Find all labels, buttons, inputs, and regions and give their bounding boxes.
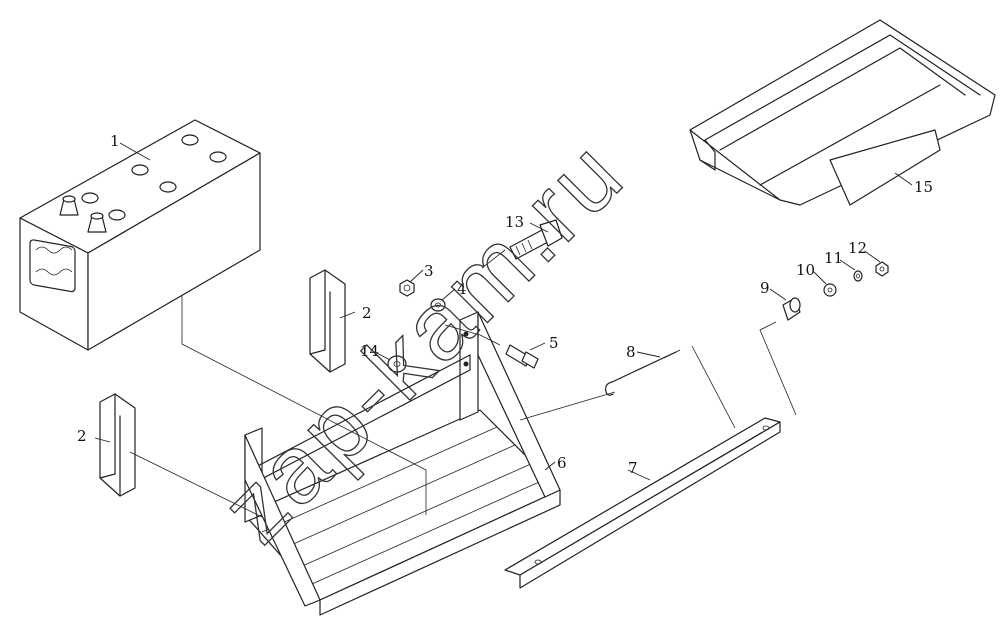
- bolt-icon: [509, 219, 563, 260]
- washer-icon: [430, 298, 446, 312]
- callout-12: 12: [848, 239, 867, 257]
- callout-10: 10: [796, 261, 815, 279]
- callout-2: 2: [77, 427, 87, 445]
- spacer-bushing-icon: [782, 297, 801, 321]
- lock-washer-icon: [853, 270, 863, 282]
- leader-lines: [94, 142, 913, 518]
- callout-4: 4: [457, 280, 467, 298]
- callout-labels: 1 2 2 3 4 5 6 7 8 9 10 11 12 13 14 15: [77, 132, 933, 477]
- callout-6: 6: [557, 454, 567, 472]
- callout-8: 8: [626, 343, 636, 361]
- washer-icon: [387, 355, 407, 373]
- washer-icon: [823, 283, 837, 297]
- callout-15: 15: [914, 178, 933, 196]
- hex-nut-icon: [399, 279, 415, 297]
- callout-2: 2: [362, 304, 372, 322]
- callout-5: 5: [549, 334, 559, 352]
- channel-bracket-icon: [309, 269, 346, 373]
- battery-cover-icon: [689, 19, 996, 206]
- callout-3: 3: [424, 262, 434, 280]
- channel-bracket-icon: [99, 393, 136, 497]
- callout-1: 1: [110, 132, 120, 150]
- battery-tray-icon: [244, 311, 561, 616]
- clamp-bar-icon: [504, 417, 781, 589]
- battery-icon: [19, 119, 261, 351]
- callout-7: 7: [628, 459, 638, 477]
- callout-11: 11: [824, 249, 843, 267]
- callout-14: 14: [360, 342, 379, 360]
- hex-nut-icon: [875, 261, 889, 277]
- bolt-icon: [505, 344, 539, 369]
- hook-rod-icon: [605, 349, 681, 396]
- callout-13: 13: [505, 213, 524, 231]
- callout-9: 9: [760, 279, 770, 297]
